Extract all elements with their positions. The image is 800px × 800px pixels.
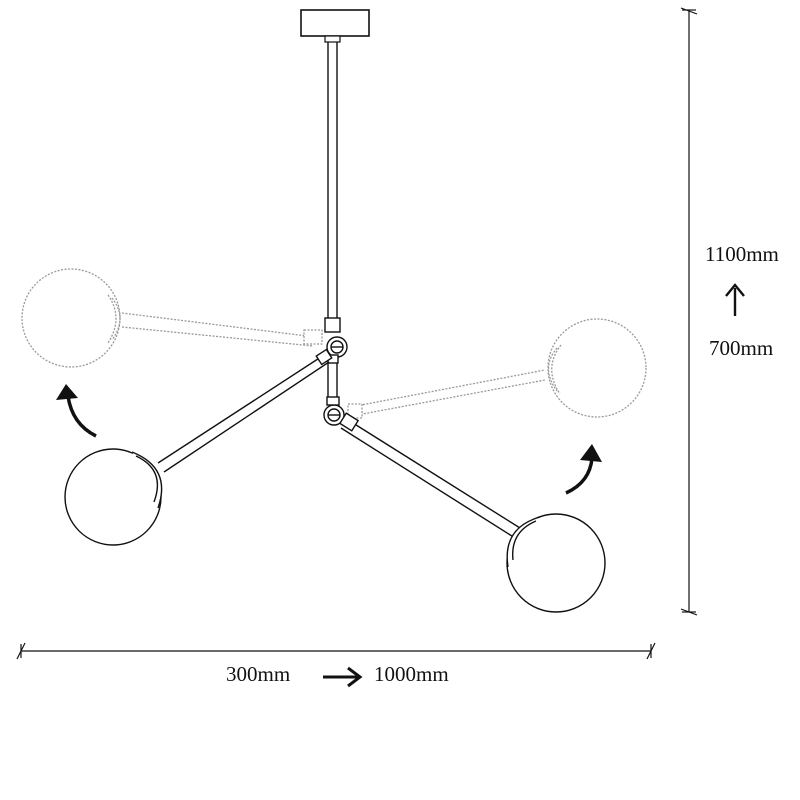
height-max-label: 1100mm (705, 242, 779, 266)
curved-rotate-arrow-icon (565, 444, 602, 495)
height-min-label: 700mm (709, 336, 773, 360)
width-min-label: 300mm (226, 662, 290, 686)
ghost-arm-right (347, 318, 647, 419)
width-max-label: 1000mm (374, 662, 449, 686)
ceiling-canopy (300, 9, 370, 43)
right-arrow-icon (323, 666, 363, 688)
height-dimension-line (680, 7, 698, 616)
lower-joint (323, 396, 345, 426)
arm-right (338, 412, 606, 613)
arm-left (64, 348, 333, 546)
center-stem (327, 42, 338, 400)
width-dimension-line (16, 642, 656, 660)
ghost-arm-left (21, 268, 323, 368)
up-arrow-icon (725, 283, 745, 316)
curved-rotate-arrow-icon (56, 384, 97, 438)
